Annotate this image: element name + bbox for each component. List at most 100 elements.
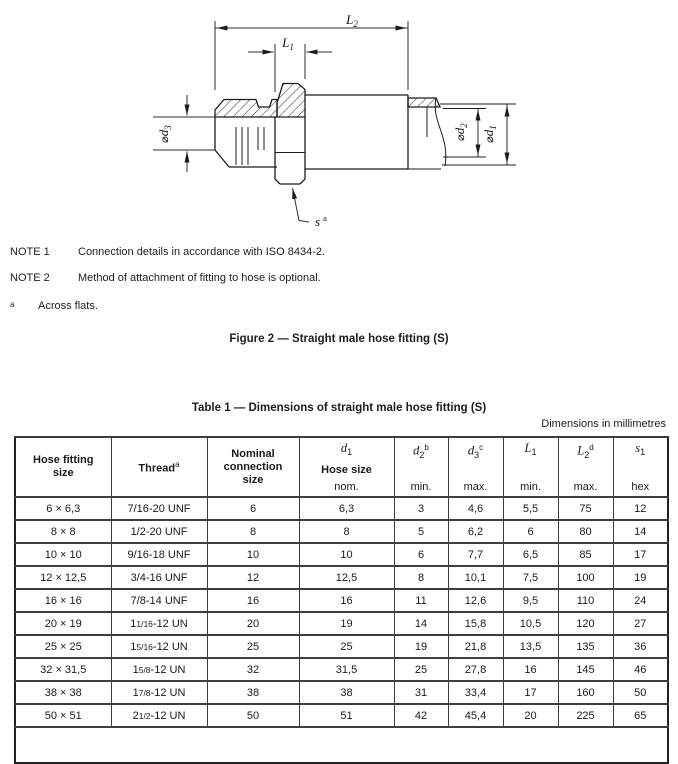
cell-s1: 24 xyxy=(612,588,669,613)
cell-L2: 80 xyxy=(557,519,614,544)
cell-thread: 1/2-20 UNF xyxy=(110,519,208,544)
cell-d3: 45,4 xyxy=(447,703,504,728)
col-header-qualifier: max. xyxy=(573,481,598,493)
col-header-d3: d3c max. xyxy=(447,436,504,498)
table-caption: Table 1 — Dimensions of straight male ho… xyxy=(191,402,487,414)
cell-L2: 85 xyxy=(557,542,614,567)
thread-fraction: 5/8 xyxy=(138,664,151,675)
col-header-d2: d2b min. xyxy=(393,436,449,498)
section-hatching xyxy=(214,82,442,118)
dim-label-d2: ⌀d2 xyxy=(452,123,469,141)
cell-d1: 25 xyxy=(298,634,395,659)
cell-d2: 8 xyxy=(393,565,449,590)
cell-nominal-size: 6 xyxy=(206,496,300,521)
cell-d3: 4,6 xyxy=(447,496,504,521)
cell-d1: 10 xyxy=(298,542,395,567)
cell-d3: 33,4 xyxy=(447,680,504,705)
table-footnote-cell xyxy=(14,726,669,763)
cell-nominal-size: 8 xyxy=(206,519,300,544)
col-header-nominal-connection-size: Nominal connection size xyxy=(206,436,300,498)
thread-fraction: 9/16 xyxy=(127,548,149,561)
cell-L2: 145 xyxy=(557,657,614,682)
nipple-section xyxy=(214,98,278,118)
cell-hose-fitting-size: 16 × 16 xyxy=(14,588,112,613)
cell-d3: 6,2 xyxy=(447,519,504,544)
cell-s1: 65 xyxy=(612,703,669,728)
cell-L1: 6,5 xyxy=(502,542,559,567)
dim-L1 xyxy=(248,44,332,92)
col-header-s1: s1 hex xyxy=(612,436,669,498)
cell-hose-fitting-size: 32 × 31,5 xyxy=(14,657,112,682)
note-2-label: NOTE 2 xyxy=(10,272,50,284)
cell-hose-fitting-size: 38 × 38 xyxy=(14,680,112,705)
cell-nominal-size: 20 xyxy=(206,611,300,636)
col-header-hose-fitting-size: Hose fitting size xyxy=(14,436,112,498)
note-2-text: Method of attachment of fitting to hose … xyxy=(78,272,321,284)
col-header-variable: L1 xyxy=(524,441,537,458)
cell-s1: 17 xyxy=(612,542,669,567)
cell-L1: 5,5 xyxy=(502,496,559,521)
col-header-qualifier: min. xyxy=(410,481,432,493)
dim-label-d1: ⌀d1 xyxy=(481,125,498,143)
cell-d3: 7,7 xyxy=(447,542,504,567)
cell-thread: 7/8-14 UNF xyxy=(110,588,208,613)
cell-hose-fitting-size: 25 × 25 xyxy=(14,634,112,659)
footnote-a-text: Across flats. xyxy=(38,300,98,312)
cell-hose-fitting-size: 12 × 12,5 xyxy=(14,565,112,590)
cell-L2: 75 xyxy=(557,496,614,521)
dim-label-L2: L2 xyxy=(345,12,358,29)
cell-s1: 50 xyxy=(612,680,669,705)
col-header-qualifier: min. xyxy=(520,481,541,493)
col-header-text: connection xyxy=(223,460,283,473)
cell-d1: 16 xyxy=(298,588,395,613)
cell-d1: 6,3 xyxy=(298,496,395,521)
note-1-label: NOTE 1 xyxy=(10,246,50,258)
thread-fraction: 1/2 xyxy=(130,525,146,538)
cell-d2: 14 xyxy=(393,611,449,636)
leader-s xyxy=(292,187,310,223)
cell-nominal-size: 25 xyxy=(206,634,300,659)
col-header-d1-hose-size: d1 Hose size nom. xyxy=(298,436,395,498)
cell-L2: 225 xyxy=(557,703,614,728)
col-header-text: Hose size xyxy=(321,463,372,476)
cell-L1: 17 xyxy=(502,680,559,705)
thread-fraction: 3/4 xyxy=(130,571,146,584)
note-1-text: Connection details in accordance with IS… xyxy=(78,246,326,258)
table-units-note: Dimensions in millimetres xyxy=(541,418,666,430)
cell-hose-fitting-size: 20 × 19 xyxy=(14,611,112,636)
col-header-text: Nominal xyxy=(231,447,275,460)
cell-L2: 100 xyxy=(557,565,614,590)
col-header-variable: d1 xyxy=(340,441,353,458)
cell-d2: 11 xyxy=(393,588,449,613)
thread-fraction: 1/2 xyxy=(138,710,151,721)
cell-nominal-size: 10 xyxy=(206,542,300,567)
cell-thread: 17/8-12 UN xyxy=(110,680,208,705)
footnote-a-marker: a xyxy=(10,300,15,309)
cell-d1: 12,5 xyxy=(298,565,395,590)
cell-d1: 19 xyxy=(298,611,395,636)
dim-L2 xyxy=(214,21,409,90)
cell-d1: 38 xyxy=(298,680,395,705)
cell-thread: 3/4-16 UNF xyxy=(110,565,208,590)
cell-L1: 7,5 xyxy=(502,565,559,590)
cell-L2: 160 xyxy=(557,680,614,705)
table-header: Hose fitting size Threada Nominal connec… xyxy=(14,436,669,498)
dim-d3 xyxy=(153,95,215,172)
col-header-variable: d3c xyxy=(467,443,484,460)
cell-d3: 10,1 xyxy=(447,565,504,590)
col-header-variable: L2d xyxy=(577,443,594,460)
dim-label-L1: L1 xyxy=(281,35,294,52)
cell-nominal-size: 38 xyxy=(206,680,300,705)
cell-d1: 51 xyxy=(298,703,395,728)
cell-L1: 16 xyxy=(502,657,559,682)
